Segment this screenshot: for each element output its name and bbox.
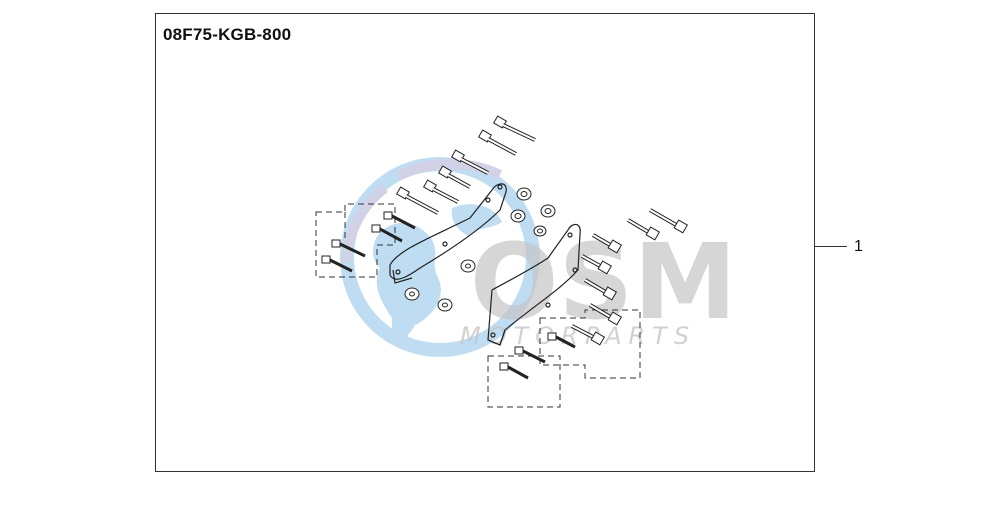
bolt-icon <box>437 165 471 189</box>
dashed-group-boxes <box>315 203 641 408</box>
right-bracket-icon <box>487 223 581 346</box>
washer-set <box>404 259 476 312</box>
bolt-icon <box>422 179 459 204</box>
screw-icon <box>547 332 576 349</box>
washer-icon <box>460 259 476 273</box>
bolt-icon <box>649 208 689 234</box>
bolt-icon <box>588 303 623 326</box>
bolt-set-right <box>571 208 689 346</box>
bolt-icon <box>492 115 536 142</box>
bolt-icon <box>583 278 618 301</box>
watermark-tagline: MOTORPARTS <box>460 322 696 350</box>
bolt-icon <box>581 254 613 275</box>
nut-icon <box>510 209 526 223</box>
screw-icon <box>321 255 353 273</box>
diagram-frame <box>155 13 815 472</box>
washer-icon <box>437 298 453 312</box>
screw-icon <box>331 239 366 258</box>
callout-leader-line <box>815 246 847 247</box>
screw-icon <box>499 362 529 380</box>
dashed-box-bottom <box>487 355 561 408</box>
left-bracket-icon <box>389 183 507 284</box>
screw-icon <box>383 211 416 230</box>
nut-icon <box>540 204 556 218</box>
watermark-globe-icon <box>340 157 540 357</box>
bolt-icon <box>477 129 517 156</box>
bolt-icon <box>626 218 661 241</box>
bolt-icon <box>571 324 606 346</box>
dashed-box-left <box>315 203 396 278</box>
bolt-icon <box>591 233 623 254</box>
bolt-icon <box>450 149 489 175</box>
screw-set-left <box>321 211 416 273</box>
washer-icon <box>404 287 420 301</box>
screw-set-bottom <box>499 332 576 380</box>
bolt-icon <box>395 186 439 215</box>
nut-icon <box>516 187 532 201</box>
dashed-box-right <box>539 309 641 379</box>
nut-set-upper <box>510 187 556 237</box>
nut-icon <box>533 225 547 237</box>
screw-icon <box>514 346 546 364</box>
part-number: 08F75-KGB-800 <box>163 25 292 44</box>
screw-icon <box>371 224 403 243</box>
callout-number[interactable]: 1 <box>854 238 863 255</box>
bolt-set-upper <box>395 115 536 215</box>
